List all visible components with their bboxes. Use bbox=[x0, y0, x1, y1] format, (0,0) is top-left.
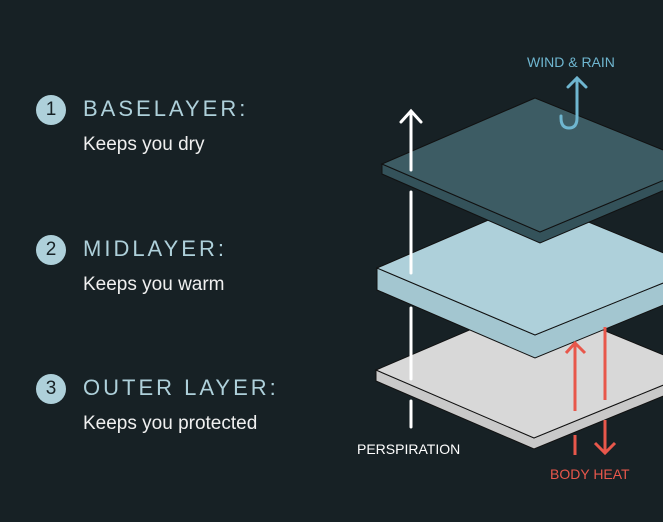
number-badge: 2 bbox=[36, 235, 66, 265]
perspiration-label: PERSPIRATION bbox=[357, 441, 460, 457]
body-heat-label: BODY HEAT bbox=[550, 466, 630, 482]
top-plate bbox=[380, 97, 663, 244]
perspiration-arrow bbox=[399, 108, 423, 429]
layer-description: Keeps you warm bbox=[83, 274, 225, 295]
layer-title: MIDLAYER: bbox=[83, 236, 227, 261]
layer-title: OUTER LAYER: bbox=[83, 375, 279, 400]
layer-description: Keeps you protected bbox=[83, 413, 258, 434]
bottom-plate bbox=[374, 301, 663, 450]
layer-title: BASELAYER: bbox=[83, 96, 249, 121]
number-badge: 1 bbox=[36, 95, 66, 125]
wind-rain-label: WIND & RAIN bbox=[527, 54, 615, 70]
mid-plate bbox=[375, 199, 663, 359]
body-heat-arrows bbox=[564, 327, 617, 456]
wind-rain-arrow bbox=[559, 75, 588, 130]
layer-description: Keeps you dry bbox=[83, 134, 205, 155]
number-badge: 3 bbox=[36, 374, 66, 404]
